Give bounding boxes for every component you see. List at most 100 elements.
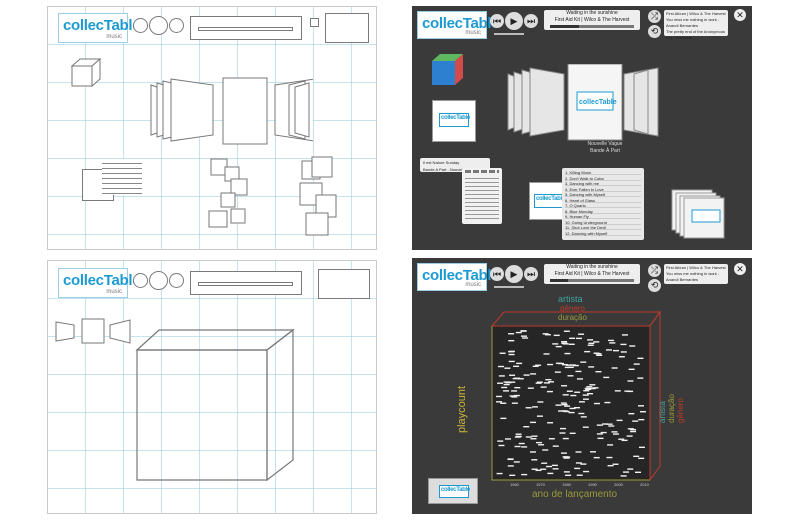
scatter-mark[interactable] xyxy=(558,362,565,365)
scatter-mark[interactable] xyxy=(540,386,547,388)
close-icon[interactable]: ✕ xyxy=(734,9,746,21)
scatter-mark[interactable] xyxy=(582,426,589,428)
progress-track-2[interactable] xyxy=(550,279,634,282)
play-icon-2[interactable]: ▶ xyxy=(505,265,523,283)
repeat-icon-2[interactable]: ⟲ xyxy=(648,279,661,292)
shuffle-icon-2[interactable]: ⤮ xyxy=(648,264,661,277)
scatter-mark[interactable] xyxy=(569,337,576,339)
top-label-artist[interactable]: artista xyxy=(558,294,583,304)
scatter-mark[interactable] xyxy=(531,459,538,461)
scatter-mark[interactable] xyxy=(508,353,515,356)
scatter-mark[interactable] xyxy=(561,410,568,412)
scatter-mark[interactable] xyxy=(592,387,599,389)
scatter-mark[interactable] xyxy=(564,352,571,355)
scatter-mark[interactable] xyxy=(560,402,567,404)
scatter-mark[interactable] xyxy=(531,406,538,408)
prev-icon-2[interactable]: ⏮ xyxy=(490,267,504,281)
track-row[interactable]: 3. Dancing with me xyxy=(565,181,641,186)
scatter-mark[interactable] xyxy=(540,468,547,470)
scatter-mark[interactable] xyxy=(568,411,575,414)
scatter-mark[interactable] xyxy=(508,360,515,363)
scatter-mark[interactable] xyxy=(628,412,635,415)
scatter-mark[interactable] xyxy=(584,350,591,353)
scatter-mark[interactable] xyxy=(621,439,628,442)
scatter-mark[interactable] xyxy=(580,361,587,363)
scatter-mark[interactable] xyxy=(570,394,577,397)
scatter-mark[interactable] xyxy=(627,468,634,470)
scatter-mark[interactable] xyxy=(589,387,596,390)
scatter-mark[interactable] xyxy=(576,474,583,476)
scatter-mark[interactable] xyxy=(626,435,633,437)
scatter-mark[interactable] xyxy=(574,467,581,470)
scatter-mark[interactable] xyxy=(498,375,505,377)
scatter-mark[interactable] xyxy=(574,391,581,393)
scatter-mark[interactable] xyxy=(531,435,538,437)
scatter-mark[interactable] xyxy=(637,357,644,360)
queue-line-2b[interactable]: You miss me nothing in work - Anandi Ber… xyxy=(666,271,720,282)
scatter-mark[interactable] xyxy=(496,401,503,403)
scatter-mark[interactable] xyxy=(548,438,555,440)
scatter-mark[interactable] xyxy=(498,444,505,447)
scatter-mark[interactable] xyxy=(536,415,543,417)
scatter-mark[interactable] xyxy=(511,396,518,398)
scatter-mark[interactable] xyxy=(604,401,611,404)
scatter-mark[interactable] xyxy=(563,457,570,459)
scatter-mark[interactable] xyxy=(586,386,593,388)
scatter-mark[interactable] xyxy=(520,335,527,337)
y-axis-label[interactable]: playcount xyxy=(456,385,468,433)
scatter-mark[interactable] xyxy=(511,390,518,392)
scatter-mark[interactable] xyxy=(562,394,569,396)
scatter-mark[interactable] xyxy=(503,390,510,392)
play-button[interactable] xyxy=(149,16,168,35)
play-icon[interactable]: ▶ xyxy=(505,12,523,30)
scatter-mark[interactable] xyxy=(563,330,570,332)
scatter-mark[interactable] xyxy=(503,381,510,383)
scatter-mark[interactable] xyxy=(507,465,514,467)
scatter-mark[interactable] xyxy=(628,368,635,371)
scatter-mark[interactable] xyxy=(537,401,544,403)
scatter-mark[interactable] xyxy=(508,339,515,342)
scatter-mark[interactable] xyxy=(611,367,618,369)
scatter-mark[interactable] xyxy=(544,334,551,336)
scatter-mark[interactable] xyxy=(593,352,600,354)
scatter-mark[interactable] xyxy=(565,474,572,477)
scatter-mark[interactable] xyxy=(548,381,555,383)
scatter-mark[interactable] xyxy=(514,386,521,389)
scatter-mark[interactable] xyxy=(504,438,511,440)
next-icon-2[interactable]: ⏭ xyxy=(524,267,538,281)
scatter-mark[interactable] xyxy=(561,403,568,406)
top-label-duration[interactable]: duração xyxy=(558,313,587,322)
track-row[interactable]: 9. Human Fly xyxy=(565,214,641,219)
scatter-mark[interactable] xyxy=(582,394,589,396)
next-button[interactable] xyxy=(169,18,184,33)
scatter-mark[interactable] xyxy=(541,462,548,464)
scatter-mark[interactable] xyxy=(496,472,503,475)
scatter-mark[interactable] xyxy=(608,339,615,342)
scatter-mark[interactable] xyxy=(578,412,585,415)
shuffle-button[interactable] xyxy=(310,18,319,27)
scatter-mark[interactable] xyxy=(535,364,542,366)
scatter-mark[interactable] xyxy=(568,343,575,345)
scatter-mark[interactable] xyxy=(497,365,504,368)
scatter-mark[interactable] xyxy=(606,456,613,459)
right-label-genre[interactable]: gênero xyxy=(676,398,685,423)
scatter-mark[interactable] xyxy=(620,343,627,346)
prev-button[interactable] xyxy=(133,18,148,33)
scatter-mark[interactable] xyxy=(630,428,637,431)
scatter-mark[interactable] xyxy=(504,367,511,369)
scatter-mark[interactable] xyxy=(518,442,525,445)
scatter-mark[interactable] xyxy=(574,406,581,409)
album-coverflow[interactable]: collecTable xyxy=(504,64,664,144)
track-row[interactable]: 7. O Quarto xyxy=(565,203,641,208)
track-row[interactable]: 1. Killing Moon xyxy=(565,170,641,175)
track-row[interactable]: 10. Going Underground xyxy=(565,220,641,225)
progress-bar[interactable] xyxy=(198,27,293,31)
scatter-mark[interactable] xyxy=(547,422,554,424)
scatter-mark[interactable] xyxy=(515,433,522,435)
prev-icon[interactable]: ⏮ xyxy=(490,14,504,28)
mini-flow[interactable] xyxy=(54,316,134,346)
scatter-mark[interactable] xyxy=(600,431,607,434)
scatter-mark[interactable] xyxy=(639,411,646,413)
scatter-mark[interactable] xyxy=(535,382,542,384)
scatter-mark[interactable] xyxy=(552,468,559,470)
